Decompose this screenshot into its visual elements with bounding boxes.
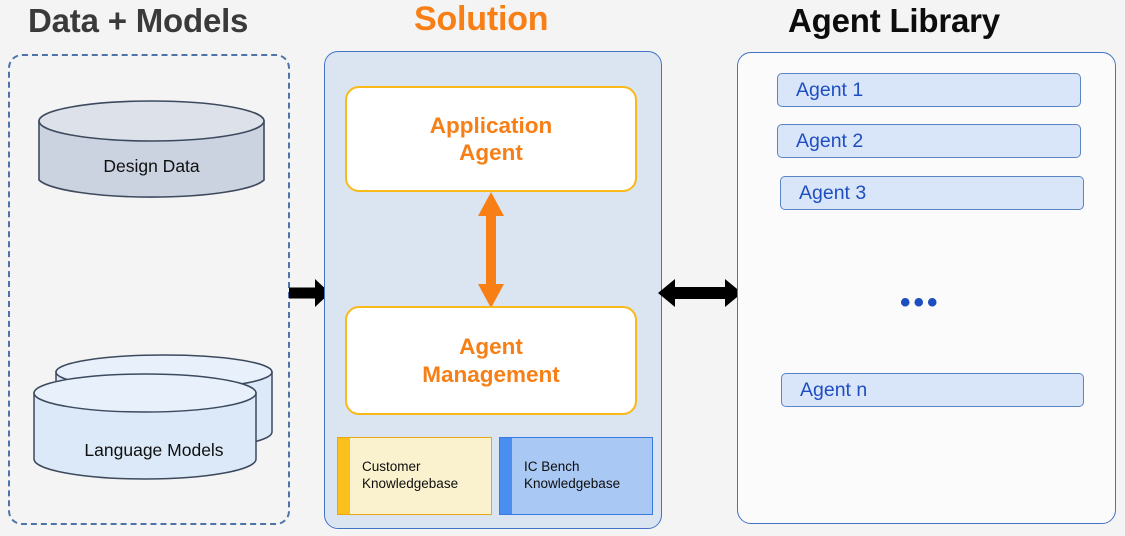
arrow-up-down-icon xyxy=(478,192,504,308)
agent-library-item-agent-2[interactable]: Agent 2 xyxy=(777,124,1081,158)
card-ic-bench-knowledgebase[interactable]: IC Bench Knowledgebase xyxy=(499,437,653,515)
arrow-right-icon xyxy=(289,279,330,307)
arrow-application-agent-to-agent-management xyxy=(472,192,510,308)
agent-library-item-label: Agent 1 xyxy=(796,78,864,101)
ic-bench-knowledgebase-label: IC Bench Knowledgebase xyxy=(512,459,626,493)
agent-library-item-agent-1[interactable]: Agent 1 xyxy=(777,73,1081,107)
cylinder-language-models: Language Models xyxy=(30,352,278,487)
agent-library-item-label: Agent 3 xyxy=(799,181,867,204)
agent-library-ellipsis: ••• xyxy=(900,286,941,319)
ic-bench-knowledgebase-line2: Knowledgebase xyxy=(524,476,621,491)
agent-library-item-label: Agent 2 xyxy=(796,129,864,152)
agent-library-item-label: Agent n xyxy=(800,378,868,401)
box-application-agent[interactable]: Application Agent xyxy=(345,86,637,192)
ic-bench-knowledgebase-line1: IC Bench xyxy=(524,459,580,475)
box-agent-management-line1: Agent xyxy=(459,334,523,360)
box-agent-management-line2: Management xyxy=(422,361,560,387)
agent-library-item-agent-3[interactable]: Agent 3 xyxy=(780,176,1084,210)
box-application-agent-label: Application Agent xyxy=(430,112,553,167)
box-agent-management-label: Agent Management xyxy=(422,333,560,388)
arrow-solution-to-library xyxy=(658,274,742,312)
ic-bench-knowledgebase-accent-bar xyxy=(500,438,512,514)
database-cylinder-icon xyxy=(38,100,265,198)
column-title-solution: Solution xyxy=(414,0,549,38)
column-title-data-models: Data + Models xyxy=(28,2,249,39)
database-cylinder-stacked-icon xyxy=(33,354,273,480)
column-title-agent-library: Agent Library xyxy=(788,2,1000,39)
box-application-agent-line2: Agent xyxy=(459,140,523,165)
card-customer-knowledgebase[interactable]: Customer Knowledgebase xyxy=(337,437,492,515)
arrow-data-to-solution xyxy=(289,276,331,310)
customer-knowledgebase-line1: Customer xyxy=(362,459,421,475)
box-application-agent-line1: Application xyxy=(429,112,553,138)
customer-knowledgebase-label: Customer Knowledgebase xyxy=(350,459,464,493)
cylinder-design-data: Design Data xyxy=(35,99,268,202)
box-agent-management[interactable]: Agent Management xyxy=(345,306,637,415)
agent-library-item-agent-n[interactable]: Agent n xyxy=(781,373,1084,407)
customer-knowledgebase-line2: Knowledgebase xyxy=(362,476,459,491)
arrow-left-right-icon xyxy=(658,279,742,307)
customer-knowledgebase-accent-bar xyxy=(338,438,350,514)
